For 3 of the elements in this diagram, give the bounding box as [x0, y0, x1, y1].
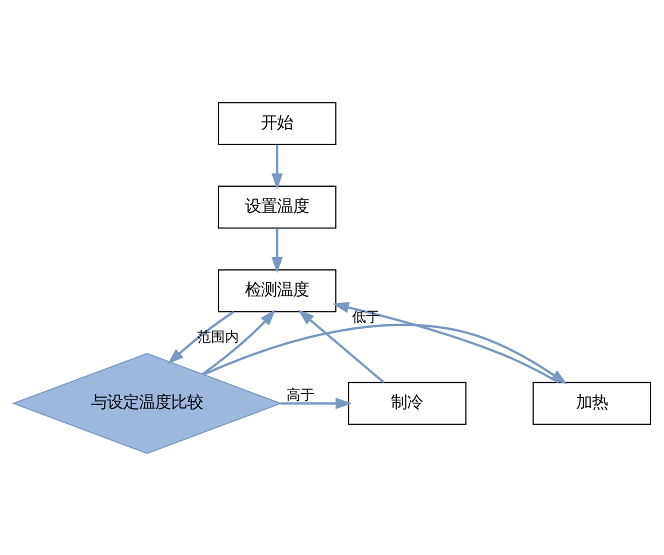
edge-label: 高于	[286, 386, 314, 403]
edge-label: 范围内	[196, 328, 239, 345]
edge-label: 低于	[352, 309, 380, 326]
